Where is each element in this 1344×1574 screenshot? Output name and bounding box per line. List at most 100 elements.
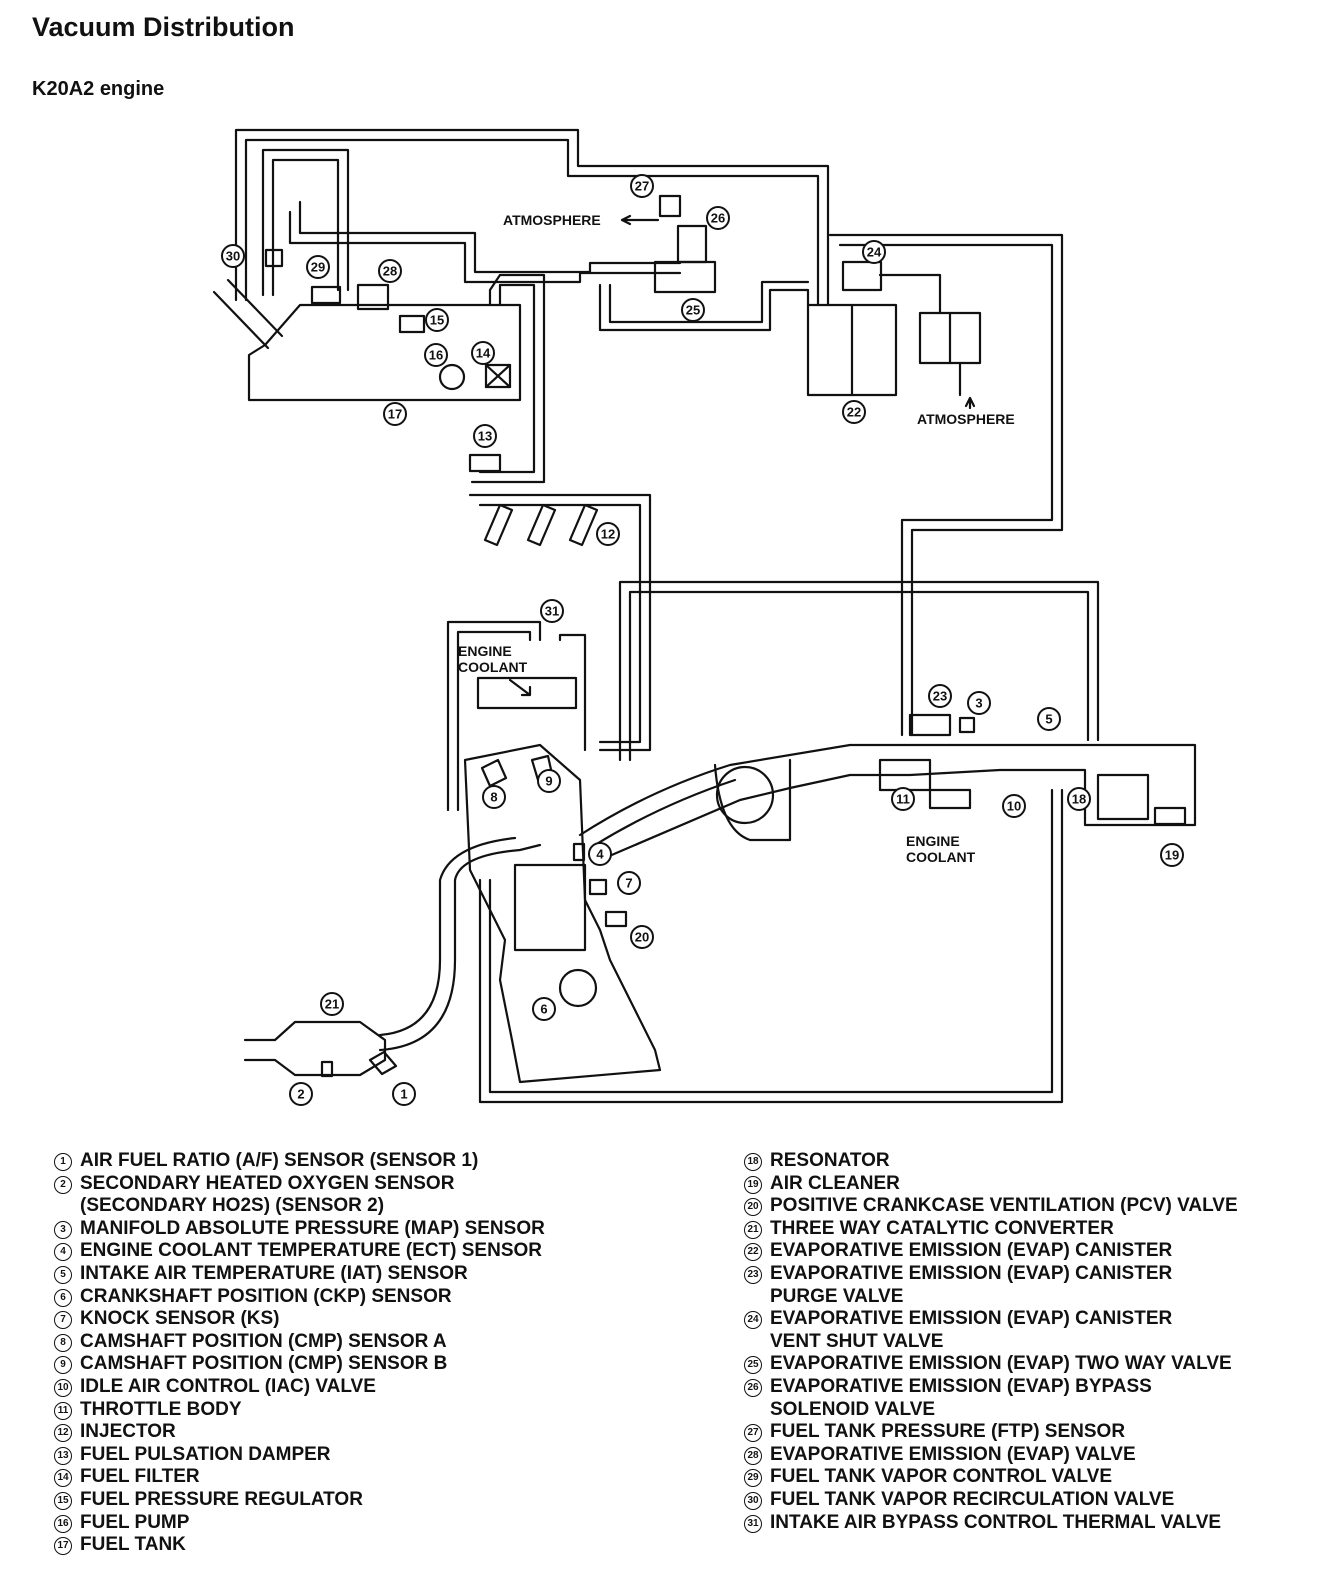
callout-circle-14 [471,341,495,365]
injector-1 [483,503,514,547]
map-sensor [958,716,976,734]
callout-number-30: 30 [226,249,240,264]
intake-runner [578,743,1197,862]
legend-number-23: 23 [744,1265,762,1284]
legend-text-25: EVAPORATIVE EMISSION (EVAP) TWO WAY VALV… [770,1353,1232,1375]
hose-to-25-inner [298,200,682,274]
callout-number-6: 6 [540,1002,547,1017]
legend-text-14: FUEL FILTER [80,1466,200,1488]
pcv-valve [604,910,628,928]
legend-text-3: MANIFOLD ABSOLUTE PRESSURE (MAP) SENSOR [80,1217,545,1239]
legend-number-4: 4 [54,1243,72,1262]
fuel-regulator [398,314,426,334]
two-way-valve [653,260,717,294]
callout-number-7: 7 [625,876,632,891]
evap-valve [356,283,390,311]
legend-number-2: 2 [54,1175,72,1194]
callout-circle-20 [630,925,654,949]
legend-item-10: 10 IDLE AIR CONTROL (IAC) VALVE [54,1376,694,1399]
legend-text-24: EVAPORATIVE EMISSION (EVAP) CANISTER VEN… [770,1308,1173,1352]
callout-circle-7 [617,871,641,895]
fuel-filter [484,363,512,389]
callout-number-31: 31 [545,604,559,619]
fuel-line-inner [478,283,536,474]
callout-number-27: 27 [635,179,649,194]
callout-number-13: 13 [478,429,492,444]
legend-number-28: 28 [744,1446,762,1465]
callout-circle-15 [425,308,449,332]
callout-number-15: 15 [430,313,444,328]
legend-number-10: 10 [54,1378,72,1397]
exhaust-pipe-inner [378,836,517,1037]
legend-number-19: 19 [744,1175,762,1194]
purge-valve [908,713,952,737]
air-cleaner-element [1153,806,1187,826]
callout-circle-17 [383,402,407,426]
callout-circle-16 [424,343,448,367]
legend-text-10: IDLE AIR CONTROL (IAC) VALVE [80,1375,376,1397]
legend-item-28: 28 EVAPORATIVE EMISSION (EVAP) VALVE [744,1444,1334,1467]
legend-text-21: THREE WAY CATALYTIC CONVERTER [770,1217,1114,1239]
callout-circle-5 [1037,707,1061,731]
legend-number-31: 31 [744,1514,762,1533]
vapor-recirc-valve [264,248,284,268]
fuel-tank-body [247,303,522,402]
legend-text-6: CRANKSHAFT POSITION (CKP) SENSOR [80,1285,452,1307]
callout-number-5: 5 [1045,712,1052,727]
callout-circle-11 [891,787,915,811]
engine-coolant-label-lower: ENGINE COOLANT [906,833,976,865]
legend-item-21: 21 THREE WAY CATALYTIC CONVERTER [744,1218,1334,1241]
bypass-loop [618,580,1100,762]
legend-number-18: 18 [744,1153,762,1171]
legend-number-8: 8 [54,1333,72,1352]
atmosphere-arrow-top [620,214,660,226]
engine-coolant-upper-line-2: COOLANT [458,659,528,675]
callout-number-16: 16 [429,348,443,363]
callout-circle-9 [537,769,561,793]
legend-text-16: FUEL PUMP [80,1511,190,1533]
legend-number-29: 29 [744,1469,762,1488]
callout-circle-21 [320,992,344,1016]
callout-circle-2 [289,1082,313,1106]
catalytic-converter [243,1020,387,1077]
legend-number-11: 11 [54,1401,72,1420]
top-hose-inner [244,138,820,307]
callout-circle-28 [378,259,402,283]
legend-number-3: 3 [54,1220,72,1239]
legend-text-15: FUEL PRESSURE REGULATOR [80,1488,363,1510]
callout-number-20: 20 [635,930,649,945]
callout-circle-25 [681,298,705,322]
legend-number-7: 7 [54,1311,72,1330]
callout-circle-4 [588,842,612,866]
sensor-8-shape [480,758,508,788]
legend-text-30: FUEL TANK VAPOR RECIRCULATION VALVE [770,1488,1175,1510]
legend-number-30: 30 [744,1491,762,1510]
top-hose-outer [234,128,830,307]
legend-number-21: 21 [744,1220,762,1239]
engine-head [463,743,662,1084]
legend-number-17: 17 [54,1537,72,1556]
injector-3 [568,503,599,547]
exhaust-pipe [378,843,542,1052]
legend-item-24: 24 EVAPORATIVE EMISSION (EVAP) CANISTER V… [744,1308,1334,1353]
legend-number-24: 24 [744,1311,762,1330]
legend-text-28: EVAPORATIVE EMISSION (EVAP) VALVE [770,1443,1136,1465]
legend-number-20: 20 [744,1198,762,1217]
callout-circle-19 [1160,843,1184,867]
engine-coolant-label-upper: ENGINE COOLANT [458,643,528,675]
legend-text-5: INTAKE AIR TEMPERATURE (IAT) SENSOR [80,1262,468,1284]
callout-number-2: 2 [297,1087,304,1102]
callout-number-23: 23 [933,689,947,704]
bottom-hose-inner [488,788,1054,1094]
pulsation-damper [468,453,502,473]
